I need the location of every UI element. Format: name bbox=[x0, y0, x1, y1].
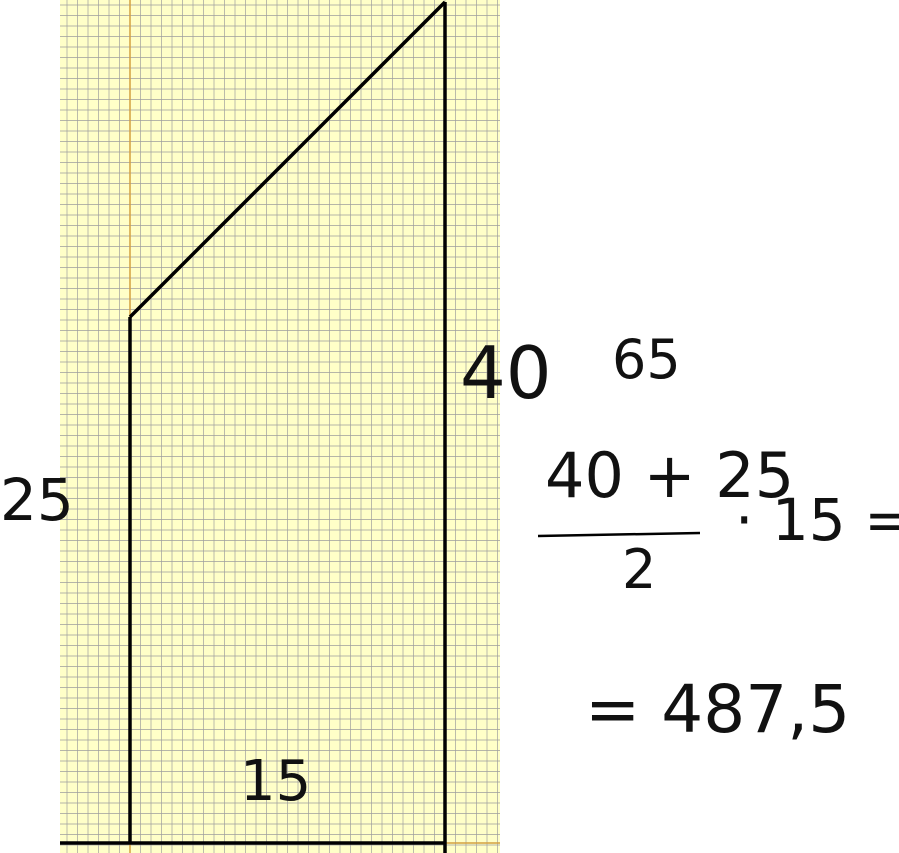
left-side-label: 25 bbox=[0, 466, 74, 534]
result-note: = 487,5 bbox=[585, 671, 850, 748]
right-side-label: 40 bbox=[460, 331, 552, 415]
graph-paper bbox=[60, 0, 500, 853]
bottom-label: 15 bbox=[240, 749, 311, 814]
fraction-bar bbox=[537, 531, 701, 538]
fraction-denominator: 2 bbox=[622, 538, 656, 601]
slanted-edge bbox=[128, 0, 447, 319]
multiplier-note: · 15 = bbox=[735, 486, 899, 554]
fraction-numerator: 40 + 25 bbox=[545, 439, 794, 512]
sum-note: 65 bbox=[612, 328, 681, 391]
grid-lines bbox=[60, 0, 500, 853]
